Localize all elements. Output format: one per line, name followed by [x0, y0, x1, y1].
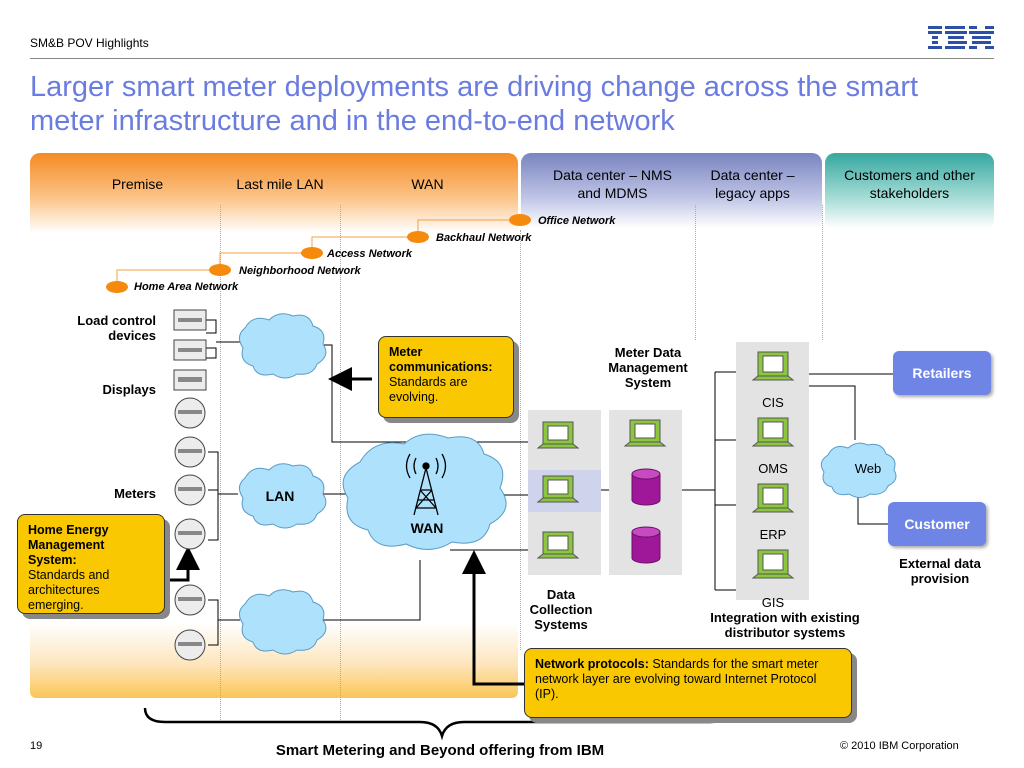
cloud-label-lan: LAN	[265, 488, 295, 504]
customer-box: Customer	[888, 502, 986, 546]
column-premise: Premise	[111, 176, 164, 192]
computer-icons	[536, 351, 795, 579]
device-icons	[173, 309, 207, 661]
protocols-title: Network protocols:	[535, 657, 649, 671]
protocols-body: Standards for the smart meter network la…	[535, 657, 819, 701]
label-gis: GIS	[761, 595, 785, 610]
slide-title: Larger smart meter deployments are drivi…	[30, 71, 919, 137]
hems-title: Home Energy Management System:	[28, 523, 109, 567]
access-network-node	[301, 247, 323, 259]
office-network-node	[509, 214, 531, 226]
cloud-bottom	[239, 589, 327, 655]
cloud-label-web: Web	[854, 461, 882, 476]
customers-band	[825, 153, 994, 228]
label-meters: Meters	[114, 486, 156, 501]
home-network-node	[106, 281, 128, 293]
label-neighborhood-network: Neighborhood Network	[239, 265, 361, 277]
label-office-network: Office Network	[538, 215, 616, 227]
cloud-label-wan: WAN	[410, 520, 444, 536]
separator	[340, 205, 341, 720]
copyright: © 2010 IBM Corporation	[840, 740, 959, 752]
label-external-data: External data provision	[899, 556, 981, 586]
label-integration: Integration with existing distributor sy…	[710, 610, 860, 640]
cloud-top	[239, 313, 327, 379]
meter-comms-body: Standards are evolving.	[389, 375, 468, 404]
cloud-web	[820, 442, 897, 498]
label-erp: ERP	[759, 527, 787, 542]
column-customers: Customers and other stakeholders	[844, 167, 975, 201]
cloud-lan	[239, 463, 327, 529]
ibm-logo	[928, 26, 994, 49]
page-number: 19	[30, 740, 43, 752]
column-last-mile-lan: Last mile LAN	[236, 176, 324, 192]
label-dcs: Data Collection Systems	[529, 587, 593, 632]
protocols-callout: Network protocols: Standards for the sma…	[524, 648, 852, 718]
label-oms: OMS	[758, 461, 788, 476]
bottom-brace	[143, 707, 732, 741]
column-wan: WAN	[411, 176, 444, 192]
section-header: SM&B POV Highlights	[30, 36, 149, 50]
hems-callout: Home Energy Management System: Standards…	[17, 514, 165, 614]
meter-comms-callout: Meter communications: Standards are evol…	[378, 336, 514, 418]
tower-icon	[405, 453, 447, 516]
header-rule	[30, 58, 994, 59]
separator	[695, 205, 696, 340]
label-displays: Displays	[102, 382, 156, 397]
label-access-network: Access Network	[327, 248, 412, 260]
separator	[520, 230, 521, 650]
neighborhood-network-node	[209, 264, 231, 276]
column-dc-legacy: Data center – legacy apps	[710, 167, 795, 201]
retailers-box: Retailers	[893, 351, 991, 395]
label-home-area-network: Home Area Network	[134, 281, 239, 293]
separator	[822, 205, 823, 340]
label-mdms: Meter Data Management System	[608, 345, 688, 390]
database-icons	[631, 468, 661, 564]
label-backhaul-network: Backhaul Network	[436, 232, 532, 244]
cloud-wan	[342, 433, 507, 550]
meter-comms-title: Meter communications:	[389, 345, 493, 374]
separator	[220, 205, 221, 720]
data-center-band	[521, 153, 822, 228]
column-dc-nms: Data center – NMS and MDMS	[552, 167, 673, 201]
hems-body: Standards and architectures emerging.	[28, 568, 110, 612]
backhaul-network-node	[407, 231, 429, 243]
offering-caption: Smart Metering and Beyond offering from …	[275, 742, 605, 759]
label-cis: CIS	[762, 395, 784, 410]
label-load-control: Load control devices	[77, 313, 156, 343]
